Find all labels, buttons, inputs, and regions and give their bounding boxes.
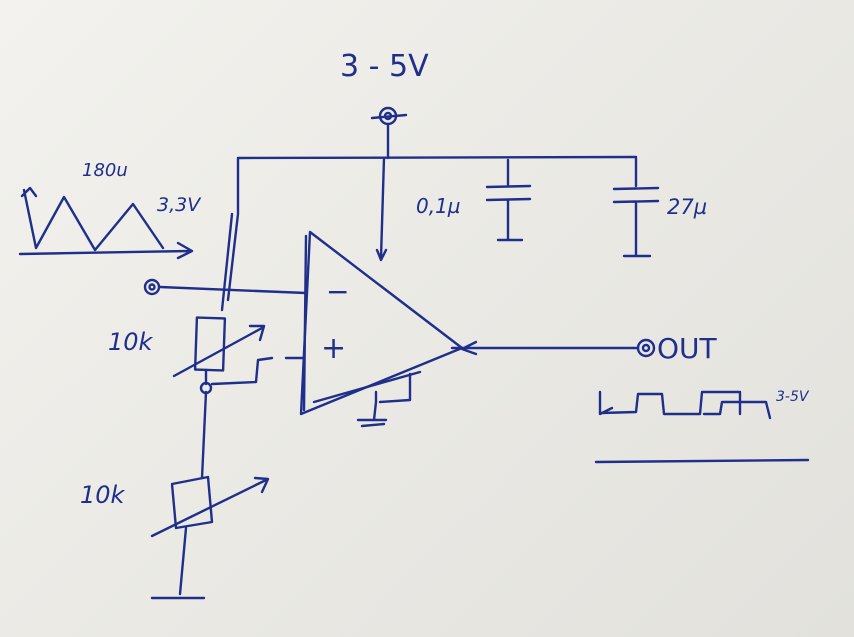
output-label: OUT: [657, 332, 717, 365]
capacitor-0.1u: [485, 158, 532, 242]
output-terminal: [636, 338, 656, 358]
divider-ground: [150, 526, 206, 600]
resistor-value-label: 10k: [80, 481, 125, 509]
noninverting-input-wire: [210, 356, 306, 386]
opamp-symbol: [299, 230, 464, 416]
opamp-inverting-sign: −: [326, 275, 350, 308]
divider-node-dot: [199, 381, 213, 395]
output-wire: [450, 340, 640, 356]
inverting-input-wire: [158, 285, 308, 295]
output-waveform-sketch: [594, 390, 810, 464]
opamp-supply-wire: [375, 156, 388, 262]
resistor-lower-10k: [150, 475, 270, 538]
input-terminal: [143, 278, 161, 296]
capacitor-27u: [612, 156, 660, 258]
output-amplitude-label: 3-5V: [776, 389, 809, 405]
input-waveform-sketch: [18, 186, 194, 260]
supply-rail: [220, 122, 638, 312]
opamp-ground: [356, 372, 412, 428]
opamp-noninverting-sign: +: [321, 331, 347, 366]
supply-label: 3 - 5V: [340, 49, 429, 84]
supply-terminal: [370, 106, 408, 126]
input-amplitude-label: 3,3V: [157, 194, 201, 216]
input-period-label: 180u: [82, 160, 128, 181]
resistor-upper-10k: [172, 316, 266, 378]
divider-node: [200, 368, 208, 480]
resistor-value-label: 10k: [108, 328, 153, 356]
capacitor-value-label: 0,1µ: [416, 194, 461, 218]
capacitor-value-label: 27µ: [667, 195, 708, 219]
